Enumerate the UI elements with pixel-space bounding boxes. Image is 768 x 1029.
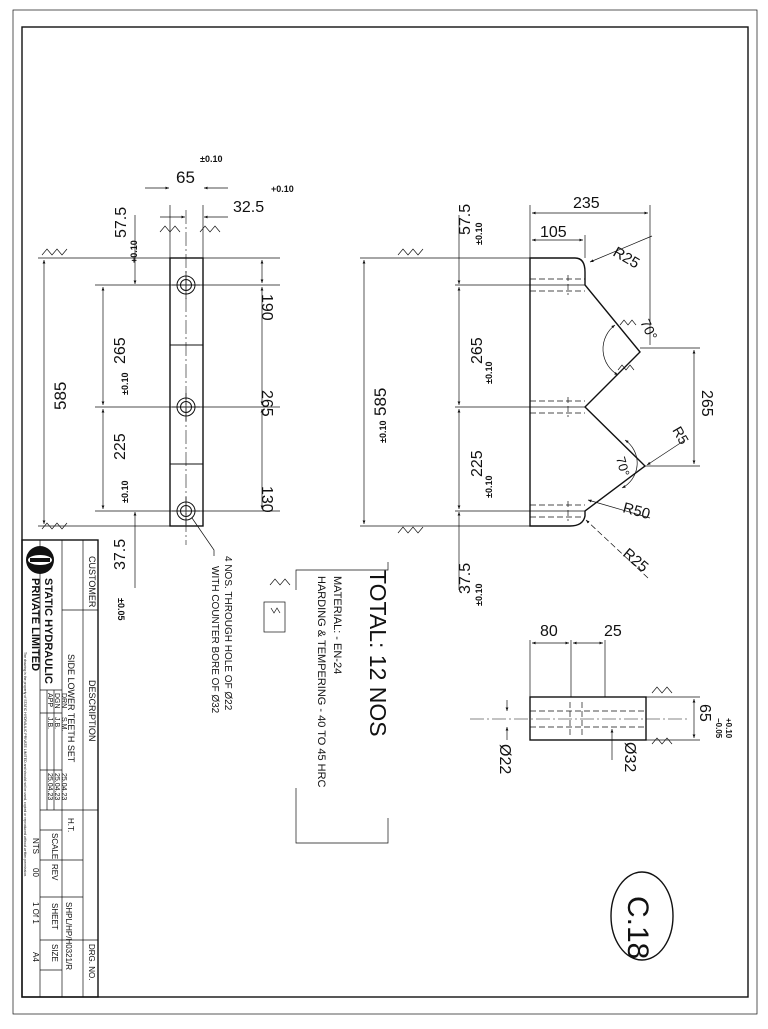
dim-25: 25	[604, 623, 622, 640]
sheet-value: 1 Of 1	[31, 902, 40, 924]
note-hardening: HARDING & TEMPERING - 40 TO 45 HRC	[315, 576, 327, 788]
company-logo-icon	[26, 546, 54, 574]
sheet-field-label: SHEET	[50, 903, 59, 930]
note-total: TOTAL: 12 NOS	[365, 570, 391, 737]
row-2-role: DGN	[53, 693, 60, 709]
dim-225-side: 225	[469, 450, 486, 477]
dim-585-side: 585	[371, 388, 390, 416]
dim-265-side-right: 265	[698, 390, 715, 417]
dim-70-top: 70°	[637, 317, 660, 343]
front-view: 65 ±0.10 32.5 +0.10 57.5 +0.10 585 265 ±…	[38, 154, 294, 714]
finish-symbol	[269, 578, 291, 586]
dim-80: 80	[540, 623, 558, 640]
notes: TOTAL: 12 NOS MATERIAL: - EN-24 HARDING …	[263, 562, 391, 844]
sheet-label-text: C.18	[621, 896, 654, 959]
row-2-name: J.B.	[53, 717, 60, 729]
dim-585-front: 585	[51, 382, 70, 410]
dim-265-front: 265	[112, 337, 129, 364]
dim-235: 235	[573, 195, 600, 212]
dim-37-5-side: 37.5	[457, 563, 474, 594]
row-1-name: S.M.	[60, 717, 67, 731]
description-label: DESCRIPTION	[87, 680, 97, 742]
dim-190: 190	[258, 294, 275, 321]
row-3-role: APP	[46, 693, 53, 707]
title-block: CUSTOMER DESCRIPTION SIDE LOWER TEETH SE…	[21, 539, 99, 998]
dim-37-5-front: 37.5	[112, 539, 129, 570]
row-3-date: 25.04.23	[46, 773, 53, 800]
dim-R25-bottom: R25	[619, 545, 651, 576]
front-plate-outline	[169, 257, 204, 527]
dim-265-front-right: 265	[258, 390, 275, 417]
tol-265-side: ±0.10	[484, 362, 494, 384]
description-value: SIDE LOWER TEETH SET	[66, 654, 76, 763]
rev-label: REV	[50, 864, 59, 881]
row-1-role: DRN	[60, 693, 67, 708]
disclaimer: The drawing is the property of STATIC HY…	[23, 652, 27, 877]
size-label: SIZE	[50, 944, 59, 962]
inner-border	[21, 26, 749, 998]
dim-R25-top: R25	[610, 244, 642, 272]
dim-105: 105	[540, 224, 567, 241]
tol-37-5-front: ±0.05	[116, 598, 126, 620]
side-view: 57.5 ±0.10 235 105 R25 70° 585 ±0.10 265…	[360, 195, 715, 606]
tol-37-5-side: ±0.10	[474, 584, 484, 606]
drg-no-value: SHPL/HP/H0321/R	[64, 902, 73, 970]
tol-225-side: ±0.10	[484, 476, 494, 498]
dim-265-side: 265	[469, 337, 486, 364]
tol-225-front: ±0.10	[120, 481, 130, 503]
rev-value: 00	[31, 868, 40, 877]
company-name-line1: STATIC HYDRAULIC	[42, 578, 54, 684]
dim-130: 130	[258, 486, 275, 513]
tol-57-5-side: ±0.10	[474, 223, 484, 245]
dim-57-5: 57.5	[113, 207, 130, 238]
note-material: MATERIAL: - EN-24	[331, 576, 343, 674]
dim-32-5: 32.5	[233, 199, 264, 216]
row-1-date: 25.04.23	[60, 773, 67, 800]
tol-585-side: ±0.10	[378, 421, 388, 443]
dim-225-front: 225	[112, 433, 129, 460]
tol-32-5: +0.10	[271, 184, 294, 194]
tol-65-upper: +0.10	[724, 718, 733, 739]
side-profile-outline	[529, 257, 647, 527]
dim-70-bottom: 70°	[613, 455, 633, 478]
customer-label: CUSTOMER	[87, 556, 97, 608]
hole-note-1: 4 NOS. THROUGH HOLE OF Ø22	[222, 556, 233, 711]
dim-65: 65	[176, 168, 195, 187]
drg-no-label: DRG. NO.	[87, 944, 96, 980]
ht-label: H.T.	[66, 818, 75, 832]
dim-R5: R5	[669, 424, 692, 448]
outer-border	[12, 9, 758, 1015]
finish-box	[263, 601, 286, 633]
dim-65-detail: 65	[696, 704, 713, 722]
hole-note-2: WITH COUNTER BORE OF Ø32	[209, 566, 220, 714]
dim-R50: R50	[621, 499, 652, 523]
hole-detail-outline	[529, 696, 647, 741]
hole-detail: 80 25 65 +0.10 −0.05 Ø22 Ø32	[470, 623, 733, 774]
dim-dia-32: Ø32	[621, 742, 638, 772]
scale-label: SCALE	[50, 833, 59, 859]
row-2-date: 25.04.23	[53, 773, 60, 800]
size-value: A4	[31, 952, 40, 962]
tol-65-lower: −0.05	[714, 718, 723, 739]
side-hidden-holes	[530, 275, 585, 521]
tol-65: ±0.10	[200, 154, 222, 164]
scale-value: NTS	[31, 838, 40, 854]
dim-dia-22: Ø22	[496, 744, 513, 774]
company-name-line2: PRIVATE LIMITED	[29, 578, 41, 671]
sheet-label: C.18	[610, 871, 674, 961]
tol-57-5: +0.10	[129, 240, 139, 263]
row-3-name: J.B.	[46, 717, 53, 729]
tol-265-front: ±0.10	[120, 373, 130, 395]
dim-57-5-side: 57.5	[457, 204, 474, 235]
